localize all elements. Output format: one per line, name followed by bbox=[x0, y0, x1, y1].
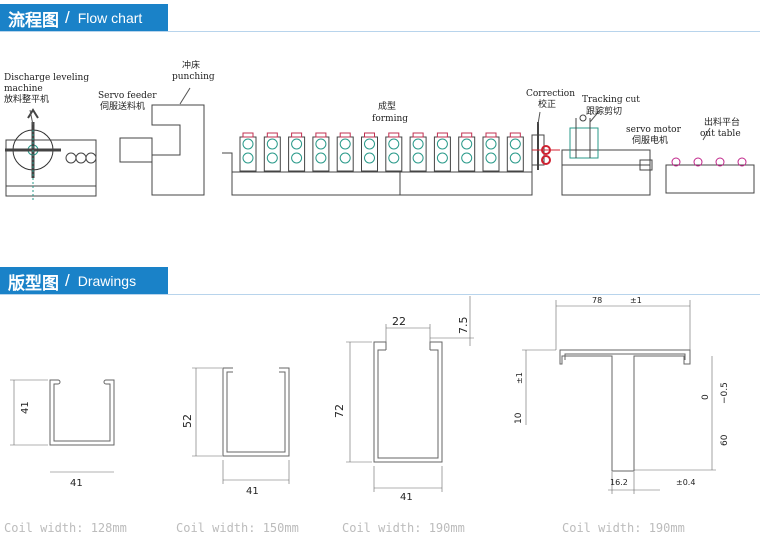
roller-stand bbox=[239, 132, 257, 172]
roller-stand bbox=[482, 132, 500, 172]
profile-c-72 bbox=[346, 296, 474, 492]
flow-chart-title-en: Flow chart bbox=[77, 10, 143, 26]
roller-stand bbox=[409, 132, 427, 172]
p4-web-dim: 16.2 bbox=[610, 478, 628, 487]
decoiler-label-en-2: machine bbox=[4, 84, 43, 94]
tracking-cut-unit bbox=[561, 114, 653, 196]
drawings-header: 版型图 / Drawings bbox=[0, 267, 168, 295]
p4-coil-width: Coil width: 190mm bbox=[562, 521, 685, 535]
p3-gap-dim: 22 bbox=[392, 315, 406, 328]
decoiler-label-zh: 放料整平机 bbox=[4, 95, 50, 105]
header-rule bbox=[0, 294, 760, 295]
roller-stand bbox=[336, 132, 354, 172]
p1-coil-width: Coil width: 128mm bbox=[4, 521, 127, 535]
roller-stand bbox=[385, 132, 403, 172]
flow-chart-diagram bbox=[5, 87, 755, 200]
forming-label-en: forming bbox=[372, 114, 409, 124]
profile-t-section bbox=[522, 300, 716, 494]
roller-stand bbox=[361, 132, 378, 172]
p4-zero-dim: 0 bbox=[701, 394, 711, 400]
forming-label-zh: 成型 bbox=[378, 102, 397, 112]
roller-stand bbox=[506, 132, 524, 172]
header-separator: / bbox=[65, 271, 70, 290]
out-table-label-en: out table bbox=[700, 129, 741, 139]
flow-chart-title-zh: 流程图 bbox=[8, 10, 59, 31]
servo-feeder-box bbox=[119, 137, 153, 163]
drawings-title-zh: 版型图 bbox=[8, 273, 59, 294]
p4-flange-tol: ±1 bbox=[630, 296, 642, 305]
flow-chart-header: 流程图 / Flow chart bbox=[0, 4, 168, 32]
p2-width-dim: 41 bbox=[246, 486, 259, 497]
decoiler-machine bbox=[5, 108, 97, 200]
roller-stand bbox=[263, 132, 281, 172]
profile-c-41 bbox=[10, 379, 115, 473]
servo-motor-label-zh: 伺服电机 bbox=[632, 136, 669, 146]
p3-coil-width: Coil width: 190mm bbox=[342, 521, 465, 535]
punch-label-zh: 冲床 bbox=[182, 61, 201, 71]
p1-height-dim: 41 bbox=[20, 401, 31, 414]
out-table bbox=[665, 157, 755, 194]
p4-flange-dim: 78 bbox=[592, 296, 603, 305]
p4-web-tol: ±0.4 bbox=[676, 478, 696, 487]
header-separator: / bbox=[65, 8, 70, 27]
drawings-title-en: Drawings bbox=[77, 273, 137, 289]
p4-lip-tol: ±1 bbox=[515, 372, 524, 384]
header-rule bbox=[0, 31, 760, 32]
profile-c-52 bbox=[192, 367, 290, 484]
servo-motor-label-en: servo motor bbox=[626, 125, 681, 135]
p3-lip-dim: 7.5 bbox=[457, 316, 470, 335]
p1-width-dim: 41 bbox=[70, 478, 83, 489]
p4-height-dim: 60 bbox=[720, 434, 730, 446]
p3-width-dim: 41 bbox=[400, 492, 413, 503]
p4-lip-dim: 10 bbox=[514, 412, 524, 424]
correction-label-en: Correction bbox=[526, 89, 575, 99]
roller-stand bbox=[433, 132, 451, 172]
servo-feeder-label-en: Servo feeder bbox=[98, 91, 157, 101]
correction-label-zh: 校正 bbox=[538, 100, 557, 110]
forming-station bbox=[222, 132, 533, 196]
punch-press bbox=[151, 104, 205, 196]
out-table-label-zh: 出料平台 bbox=[704, 118, 741, 128]
tracking-cut-label-zh: 跟踪剪切 bbox=[586, 107, 623, 117]
correction-unit bbox=[531, 122, 560, 170]
roller-stand bbox=[288, 132, 306, 172]
punch-label-en: punching bbox=[172, 72, 215, 82]
p2-height-dim: 52 bbox=[181, 414, 194, 428]
p4-neg-dim: −0.5 bbox=[720, 382, 730, 404]
decoiler-label-en: Discharge leveling bbox=[4, 73, 90, 83]
servo-feeder-label-zh: 伺服送料机 bbox=[100, 102, 146, 112]
tracking-cut-label-en: Tracking cut bbox=[582, 95, 640, 105]
roller-stand bbox=[312, 132, 330, 172]
p3-height-dim: 72 bbox=[333, 404, 346, 418]
p2-coil-width: Coil width: 150mm bbox=[176, 521, 299, 535]
roller-stand bbox=[458, 132, 476, 172]
